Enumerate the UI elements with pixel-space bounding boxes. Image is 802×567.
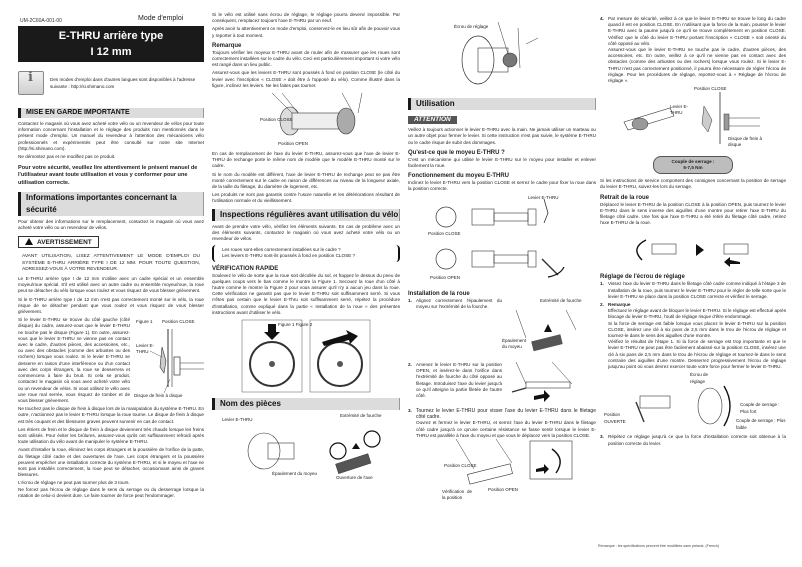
paragraph: Après avoir lu attentivement ce mode d'e… — [212, 26, 400, 38]
install-step-4: 4. Par mesure de sécurité, veillez à ce … — [600, 16, 786, 84]
function-heading: Fonctionnement du moyeu E-THRU — [408, 173, 509, 180]
section-heading-mise-en-garde: MISE EN GARDE IMPORTANTE — [18, 108, 204, 118]
remark-item: Si le nom du modèle est différent, l'axe… — [212, 171, 400, 190]
section-heading-pieces: Nom des pièces — [212, 398, 400, 411]
warning-item: Le E-THRU arrière type I de 12 mm s'util… — [18, 276, 204, 294]
paragraph: Pour obtenir des informations sur le rem… — [18, 218, 204, 231]
document-number: UM-2C60A-001-00 — [20, 18, 62, 24]
check-item: Les roues sont-elles correctement instal… — [222, 247, 341, 253]
torque-spec-box: Couple de serrage : 5-7,5 Nm — [653, 156, 733, 175]
paragraph: Si le vélo est utilisé sans écrou de rég… — [212, 12, 400, 24]
figure-step-3: Position CLOSE Position OPEN Vérificatio… — [416, 439, 596, 503]
warning-item: Si le levier E-THRU se trouve du côté ga… — [18, 317, 130, 403]
hub-lever-positions-illustration — [435, 198, 565, 278]
paragraph: Contactez le magasin où vous avez acheté… — [18, 121, 204, 151]
warning-label: AVERTISSEMENT — [18, 236, 99, 249]
paragraph: C'est un mécanisme qui utilise le levier… — [408, 156, 596, 169]
warning-with-figure: Si le levier E-THRU se trouve du côté ga… — [18, 317, 204, 406]
info-monitor-icon — [18, 71, 44, 95]
bike-wheel-check-illustration — [241, 319, 371, 393]
remark-item: Toujours vérifier les moyeux E-THRU avan… — [212, 49, 400, 68]
reglage-heading: Réglage de l'écrou de réglage — [600, 274, 685, 281]
check-item: Les leviers E-THRU sont-ils poussés à fo… — [222, 253, 356, 259]
figure-parts-names: Levier E-THRU Extrémité de fourche Épaul… — [212, 413, 400, 483]
what-is-heading: Qu'est-ce que le moyeu E-THRU ? — [408, 149, 505, 156]
attention-text: Veillez à toujours actionner le levier E… — [408, 127, 596, 145]
figure-levers-close: Position CLOSE Position OPEN — [212, 91, 400, 151]
paragraph: Soulevez le vélo de sorte que la roue so… — [212, 272, 400, 315]
adjust-step-1: 1.Vissez l'axe du levier E-THRU dans le … — [600, 281, 786, 299]
screw-axle-illustration — [455, 439, 573, 485]
attention-label: ATTENTION — [408, 116, 461, 125]
remarque-heading: Remarque — [212, 42, 242, 49]
figure-hub-function: Levier E-THRU Position CLOSE Position OP… — [408, 195, 596, 287]
section-heading-securite: Informations importantes concernant la s… — [18, 191, 204, 216]
lever-along-frame-illustration — [623, 92, 760, 145]
warning-item: Ne touchez pas le disque de frein à disq… — [18, 406, 204, 424]
section-heading-utilisation: Utilisation — [408, 98, 596, 110]
paragraph: Ne démontez pas et ne modifiez pas ce pr… — [18, 154, 116, 160]
column-2: Si le vélo est utilisé sans écrou de rég… — [212, 12, 400, 483]
title-line-2: I 12 mm — [90, 46, 132, 58]
languages-note-text: Des modes d'emploi dans d'autres langues… — [50, 77, 196, 89]
parts-illustration — [247, 430, 381, 475]
remark-item: En cas de remplacement de l'axe du levie… — [212, 151, 400, 169]
figure-step-1: Extrémité de fourche Épaulement du moyeu — [416, 298, 596, 360]
quick-check-heading: VÉRIFICATION RAPIDE — [212, 265, 279, 272]
title-banner: E-THRU arrière type I 12 mm — [18, 26, 204, 62]
install-steps: 1. Alignez correctement l'épaulement du … — [408, 298, 596, 503]
warning-item: Les étriers de frein et le disque de fre… — [18, 426, 204, 445]
figure-quick-check: Figure 1 Figure 2 — [212, 318, 400, 394]
warning-item: Si le E-THRU arrière type I de 12 mm n'e… — [18, 296, 204, 315]
warning-item: Avant d'installer la roue, éliminez les … — [18, 447, 204, 478]
title-line-1: E-THRU arrière type — [58, 30, 164, 42]
languages-note: Des modes d'emploi dans d'autres langues… — [18, 68, 204, 98]
figure-remove-wheel — [600, 228, 786, 270]
column-1: MISE EN GARDE IMPORTANTE Contactez le ma… — [18, 104, 204, 501]
install-heading: Installation de la roue — [408, 290, 470, 297]
install-step-2: 2. Amenez le levier E-THRU sur la positi… — [408, 362, 596, 406]
section-heading-inspections: Inspections régulières avant utilisation… — [212, 208, 400, 221]
remark-item: Les produits ne sont pas garantis contre… — [212, 192, 400, 204]
figure-step-4: Position CLOSE Levier E-THRU Disque de f… — [600, 86, 786, 147]
column-4: 4. Par mesure de sécurité, veillez à ce … — [600, 16, 786, 449]
column-3: Écrou de réglage Utilisation ATTENTION V… — [408, 8, 596, 505]
install-step-1: 1. Alignez correctement l'épaulement du … — [408, 298, 596, 360]
warning-item: Ne forcez pas l'écrou de réglage dans le… — [18, 486, 204, 498]
install-step-3: 3. Tournez le levier E-THRU pour visser … — [408, 408, 596, 503]
paragraph: Si les instructions de service comporten… — [600, 178, 786, 190]
warning-triangle-icon — [25, 238, 33, 246]
adjust-step-3: 3.Répétez ce réglage jusqu'à ce que la f… — [600, 434, 786, 446]
remove-axle-illustration — [636, 239, 749, 268]
hub-levers-illustration — [271, 92, 363, 136]
insert-lever-illustration — [511, 362, 573, 403]
adjust-nut-direction-illustration — [635, 385, 731, 427]
adjusting-nut-illustration — [461, 21, 539, 85]
paragraph: Avant de prendre votre vélo, vérifiez le… — [212, 223, 400, 242]
figure-adjusting-nut: Écrou de réglage — [408, 8, 596, 94]
paragraph: Inclinez le levier E-THRU vers la positi… — [408, 180, 596, 192]
footer-note: Remarque : les spécifications peuvent êt… — [598, 544, 720, 548]
install-steps-continued: 4. Par mesure de sécurité, veillez à ce … — [600, 16, 786, 84]
lever-disc-illustration — [149, 329, 204, 394]
figure-1-disc-lever: Figure 1 Position CLOSE Levier E-THRU Di… — [134, 317, 204, 403]
paragraph: Déplacez le levier E-THRU de la position… — [600, 201, 786, 226]
retrait-heading: Retrait de la roue — [600, 194, 650, 201]
adjust-steps-continued: 3.Répétez ce réglage jusqu'à ce que la f… — [600, 434, 786, 446]
inspection-checklist: Les roues sont-elles correctement instal… — [212, 245, 400, 262]
figure-adjust-nut: Position OUVERTE Écrou de réglage Couple… — [600, 372, 786, 434]
remark-item: Assurez-vous que les leviers E-THRU sont… — [212, 70, 400, 88]
warning-caps-text: AVANT UTILISATION, LISEZ ATTENTIVEMENT L… — [22, 254, 200, 272]
safety-intro: Pour votre sécurité, veuillez lire atten… — [18, 165, 198, 186]
fork-hub-align-illustration — [515, 310, 577, 352]
document-type: Mode d'emploi — [138, 15, 184, 22]
adjust-steps: 1.Vissez l'axe du levier E-THRU dans le … — [600, 281, 786, 370]
adjust-step-2: 2. Remarque Effectuez le réglage avant d… — [600, 302, 786, 370]
warning-item: L'écrou de réglage ne peut pas tourner p… — [18, 480, 130, 486]
